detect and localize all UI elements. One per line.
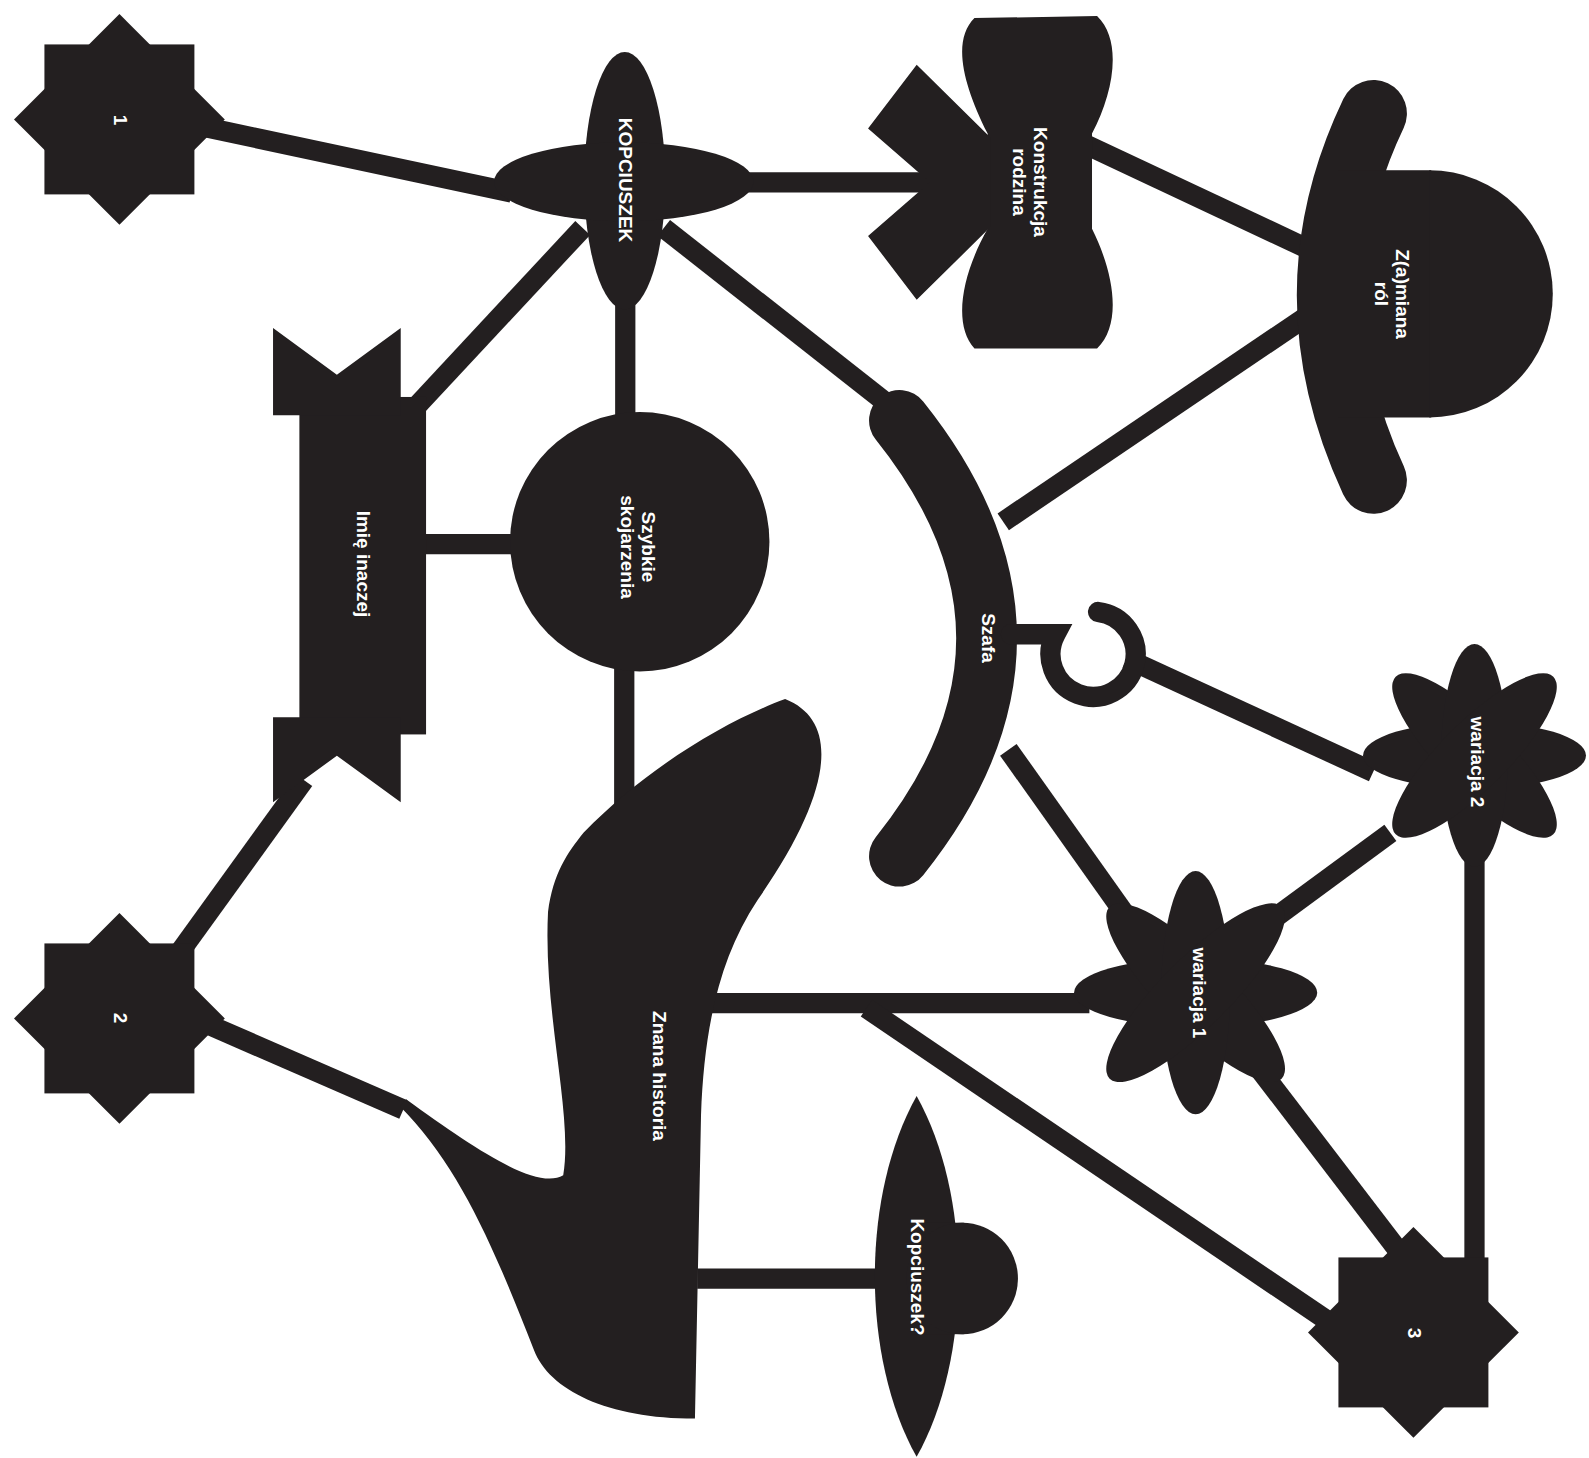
connector-line bbox=[203, 127, 512, 193]
connector-line bbox=[1084, 144, 1317, 253]
connector-line bbox=[1252, 1059, 1397, 1248]
node-label: 1 bbox=[109, 114, 130, 125]
shape-outline bbox=[395, 694, 837, 1424]
shape-outline bbox=[869, 1092, 1021, 1458]
connector-line bbox=[697, 1269, 879, 1289]
diagram-shape: 3 bbox=[1306, 1225, 1521, 1440]
shape-outline bbox=[866, 388, 1155, 890]
connector-line bbox=[745, 172, 938, 192]
connector-line bbox=[704, 993, 1089, 1013]
diagram-shape: KOPCIUSZEK bbox=[491, 49, 757, 312]
node-label: Szafa bbox=[977, 614, 998, 664]
connector-line bbox=[421, 534, 517, 554]
connector-line bbox=[201, 1021, 404, 1109]
connector-line bbox=[1008, 750, 1127, 917]
node-label: 3 bbox=[1403, 1327, 1424, 1338]
diagram-shape: Szybkie skojarzenia bbox=[508, 410, 771, 673]
connector-line bbox=[664, 228, 887, 403]
shape-outline bbox=[270, 324, 429, 806]
connector-line bbox=[1127, 659, 1373, 772]
node-label: Z(a)miana ról bbox=[1371, 249, 1414, 339]
diagram-shape: Konstrukcja rodzina bbox=[864, 12, 1125, 353]
node-label: Znana historia bbox=[648, 1011, 669, 1141]
diagram-shape: wariacja 2 bbox=[1361, 644, 1588, 867]
connector-line bbox=[615, 294, 635, 421]
diagram-shape: Imię inaczej bbox=[270, 324, 429, 806]
node-label: Kopciuszek? bbox=[906, 1218, 927, 1335]
diagram-shape: Szafa bbox=[866, 388, 1155, 890]
connector-line bbox=[172, 780, 304, 962]
shape-outline bbox=[864, 12, 1125, 353]
connector-line bbox=[1272, 833, 1391, 920]
diagram-shape: Kopciuszek? bbox=[869, 1092, 1021, 1458]
node-label: wariacja 1 bbox=[1188, 948, 1209, 1039]
diagram-shape: Z(a)miana ról bbox=[1262, 77, 1556, 519]
diagram-shape: 2 bbox=[12, 911, 227, 1126]
connector-line bbox=[415, 228, 582, 407]
node-label: Konstrukcja rodzina bbox=[1008, 128, 1051, 238]
diagram-shape: 1 bbox=[12, 12, 227, 227]
diagram-shape: Znana historia bbox=[395, 694, 837, 1424]
node-label: Szybkie skojarzenia bbox=[617, 495, 660, 599]
node-label: Imię inaczej bbox=[352, 511, 373, 618]
connector-line bbox=[1464, 861, 1484, 1261]
node-label: wariacja 2 bbox=[1466, 717, 1487, 808]
diagram-shape: wariacja 1 bbox=[1072, 868, 1321, 1119]
node-label: 2 bbox=[109, 1013, 130, 1024]
node-label: KOPCIUSZEK bbox=[615, 118, 636, 243]
